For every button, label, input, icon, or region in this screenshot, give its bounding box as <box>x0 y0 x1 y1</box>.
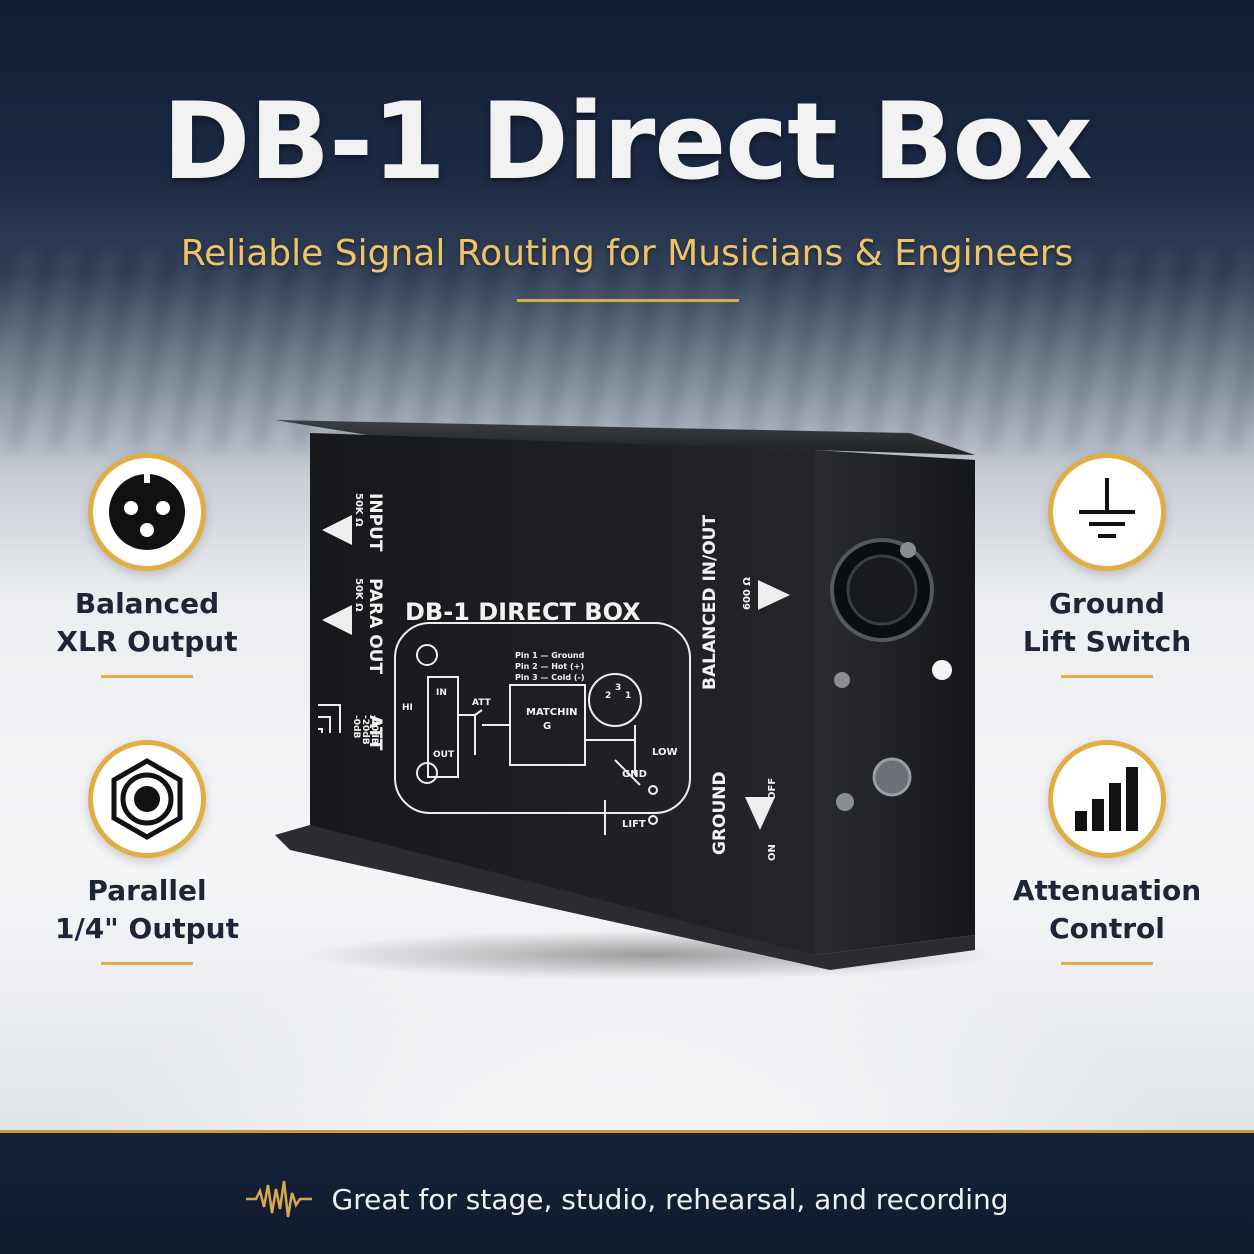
svg-text:Pin 2 — Hot (+): Pin 2 — Hot (+) <box>515 662 584 671</box>
mixing-console-background <box>0 250 1254 450</box>
page-title: DB-1 Direct Box <box>162 80 1092 203</box>
input-label: INPUT <box>365 493 385 552</box>
feature-ground-lift: Ground Lift Switch <box>987 453 1227 678</box>
ground-label: GROUND <box>710 771 730 855</box>
quarter-inch-jack-icon <box>88 740 206 858</box>
device-front-panel <box>310 433 815 955</box>
device-bottom-flange <box>275 825 975 970</box>
switch-on-label: ON <box>767 844 778 861</box>
mounting-hole <box>932 660 952 680</box>
balanced-impedance: 600 Ω <box>742 577 753 610</box>
svg-text:1: 1 <box>625 691 631 701</box>
feature-attenuation: Attenuation Control <box>987 740 1227 965</box>
feature-balanced-xlr: Balanced XLR Output <box>27 453 267 678</box>
ground-switch-arrow-icon <box>745 797 775 830</box>
feature-divider <box>101 962 193 965</box>
para-out-arrow-icon <box>322 605 352 635</box>
svg-text:G: G <box>543 721 551 732</box>
svg-text:Pin 3 — Cold (-): Pin 3 — Cold (-) <box>515 673 584 682</box>
para-out-label: PARA OUT <box>365 578 385 674</box>
page-subtitle: Reliable Signal Routing for Musicians & … <box>180 233 1074 274</box>
circuit-labels: HI IN OUT ATT MATCHIN G Pin 1 — Ground P… <box>402 651 678 830</box>
svg-text:MATCHIN: MATCHIN <box>526 707 578 718</box>
svg-text:OUT: OUT <box>433 750 455 760</box>
direct-box-device: DB-1 DIRECT BOX INPUT 50K Ω PARA OUT 50K… <box>270 415 990 970</box>
ground-symbol-icon <box>1048 453 1166 571</box>
svg-text:2: 2 <box>605 691 611 701</box>
xlr-socket[interactable] <box>830 538 934 688</box>
svg-text:3: 3 <box>615 683 621 693</box>
switch-off-label: OFF <box>767 778 778 800</box>
feature-label: Ground Lift Switch <box>1022 587 1192 658</box>
circuit-diagram <box>394 622 691 835</box>
svg-text:LIFT: LIFT <box>622 819 646 830</box>
svg-text:HI: HI <box>402 703 413 713</box>
balanced-arrow-icon <box>758 580 790 610</box>
svg-text:GND: GND <box>622 769 647 780</box>
feature-divider <box>1061 675 1153 678</box>
device-brand-label: DB-1 DIRECT BOX <box>405 598 641 626</box>
feature-divider <box>101 675 193 678</box>
waveform-icon <box>245 1180 312 1218</box>
att-levels: -0dB -20dB -40dB <box>351 715 379 745</box>
device-top-flange <box>275 420 975 455</box>
svg-text:IN: IN <box>436 688 447 698</box>
svg-text:Pin 1 — Ground: Pin 1 — Ground <box>515 651 585 660</box>
ground-lift-button[interactable] <box>836 757 912 811</box>
device-side-panel <box>815 450 975 955</box>
balanced-label: BALANCED IN/OUT <box>700 515 720 690</box>
feature-divider <box>1061 962 1153 965</box>
input-arrow-icon <box>322 515 352 545</box>
xlr-connector-icon <box>88 453 206 571</box>
feature-label: Parallel 1/4" Output <box>54 874 239 945</box>
input-impedance: 50K Ω <box>353 493 364 527</box>
signal-bars-icon <box>1048 740 1166 858</box>
footer-tagline: Great for stage, studio, rehearsal, and … <box>331 1182 1009 1216</box>
att-switch-graphic[interactable] <box>318 704 341 733</box>
footer-bar: Great for stage, studio, rehearsal, and … <box>0 1130 1254 1254</box>
title-divider <box>517 299 739 302</box>
svg-text:LOW: LOW <box>652 747 678 758</box>
svg-text:-20dB: -20dB <box>360 715 370 745</box>
svg-text:-0dB: -0dB <box>351 715 361 738</box>
svg-text:-40dB: -40dB <box>369 715 379 745</box>
att-label: ATT <box>365 715 385 751</box>
feature-label: Balanced XLR Output <box>56 587 238 658</box>
svg-text:ATT: ATT <box>472 698 492 708</box>
feature-parallel-output: Parallel 1/4" Output <box>27 740 267 965</box>
para-out-impedance: 50K Ω <box>353 578 364 612</box>
feature-label: Attenuation Control <box>1012 874 1202 945</box>
